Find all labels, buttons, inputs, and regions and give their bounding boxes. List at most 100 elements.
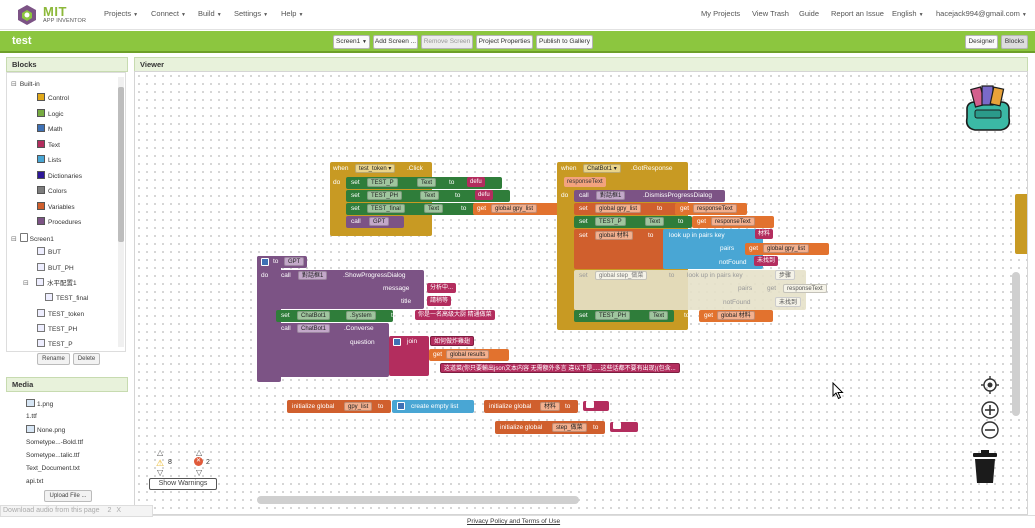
media-file-item[interactable]: Sometype...-Bold.ttf — [26, 438, 83, 448]
builtin-procedures[interactable]: Procedures — [37, 217, 81, 229]
blocks-workspace[interactable]: when test_token ▾ .Click do set TEST_P T… — [134, 71, 1028, 515]
tree-scroll-thumb[interactable] — [118, 87, 124, 242]
media-file-item[interactable]: api.txt — [26, 477, 43, 487]
media-file-item[interactable]: Sometype...talic.ttf — [26, 451, 79, 461]
string-defu[interactable]: defu — [475, 190, 493, 200]
string-not-found[interactable]: 未找到 — [754, 256, 779, 266]
string-how-to-fry[interactable]: 如何做炸雞翅 — [430, 336, 475, 346]
media-file-item[interactable]: 1.ttf — [26, 412, 37, 422]
call-chatbot-converse[interactable] — [276, 323, 389, 377]
string-defu[interactable]: defu — [467, 177, 485, 187]
variable-dropdown[interactable]: responseText — [783, 284, 827, 293]
designer-button[interactable]: Designer — [965, 35, 998, 49]
variable-dropdown[interactable]: global results — [446, 350, 490, 359]
component-dropdown[interactable]: 對話框1 — [596, 191, 626, 200]
close-icon[interactable]: X — [116, 507, 121, 514]
component-item[interactable]: TEST_P — [37, 339, 73, 351]
variable-dropdown[interactable]: global gpy_list — [763, 244, 810, 253]
tree-builtin[interactable]: ⊟ Built-in — [11, 79, 40, 91]
component-dropdown[interactable]: TEST_PH — [367, 191, 403, 200]
create-empty-list[interactable] — [392, 400, 474, 413]
builtin-logic[interactable]: Logic — [37, 108, 64, 121]
media-file-item[interactable]: Text_Document.txt — [26, 464, 80, 474]
privacy-link[interactable]: Privacy Policy and Terms of Use — [467, 518, 561, 525]
nav-guide[interactable]: Guide — [799, 9, 820, 18]
warning-down-icon[interactable]: ▽ — [157, 468, 164, 477]
builtin-colors[interactable]: Colors — [37, 186, 67, 198]
project-properties-button[interactable]: Project Properties — [476, 35, 533, 49]
component-dropdown[interactable]: TEST_P — [595, 217, 626, 226]
component-dropdown[interactable]: ChatBot1 — [297, 324, 331, 333]
property-dropdown[interactable]: .System — [346, 311, 376, 320]
collapse-icon[interactable]: ⊟ — [11, 236, 17, 243]
upload-file-button[interactable]: Upload File ... — [44, 490, 92, 502]
error-down-icon[interactable]: ▽ — [196, 468, 203, 477]
empty-string-field[interactable] — [613, 422, 621, 429]
empty-string-field[interactable] — [586, 401, 594, 408]
string-analyzing[interactable]: 分析中... — [427, 283, 457, 293]
variable-dropdown[interactable]: global gpy_list — [595, 204, 642, 213]
nav-user-account[interactable]: hacejack994@gmail.com▼ — [936, 9, 1027, 18]
tree-screen1[interactable]: ⊟ Screen1 — [11, 233, 54, 245]
variable-name-field[interactable]: 材料 — [540, 402, 561, 411]
procedure-name[interactable]: GPT — [284, 257, 305, 266]
component-item[interactable]: TEST_token — [37, 309, 84, 321]
nav-build[interactable]: Build▼ — [198, 9, 222, 18]
center-workspace-icon[interactable] — [981, 376, 999, 394]
property-dropdown[interactable]: Text — [645, 217, 665, 226]
empty-string-block[interactable] — [610, 422, 638, 432]
media-file-item[interactable]: None.png — [26, 425, 65, 436]
variable-dropdown[interactable]: global step_做菜 — [595, 271, 648, 280]
gear-icon[interactable] — [261, 258, 269, 266]
nav-connect[interactable]: Connect▼ — [151, 9, 186, 18]
publish-gallery-button[interactable]: Publish to Gallery — [536, 35, 593, 49]
zoom-in-icon[interactable] — [980, 400, 1000, 420]
tree-scrollbar[interactable] — [118, 77, 124, 347]
remove-screen-button[interactable]: Remove Screen — [421, 35, 473, 49]
trash-icon[interactable] — [972, 450, 998, 484]
variable-dropdown[interactable]: global 材料 — [595, 231, 633, 240]
collapse-icon[interactable]: ⊟ — [11, 81, 17, 88]
nav-projects[interactable]: Projects▼ — [104, 9, 138, 18]
string-step[interactable]: 步骤 — [775, 270, 796, 280]
string-long-prompt[interactable]: 这道菜(你只要輸出json文本内容 无需额外多言 違以下是.....这些话都不要… — [440, 363, 680, 373]
string-material[interactable]: 材料 — [755, 229, 774, 239]
component-dropdown[interactable]: TEST_P — [367, 178, 398, 187]
component-item[interactable]: TEST_PH — [37, 324, 77, 336]
nav-my-projects[interactable]: My Projects — [701, 9, 741, 18]
component-item[interactable]: BUT — [37, 247, 61, 259]
variable-dropdown[interactable]: responseText — [711, 217, 755, 226]
string-system-prompt[interactable]: 你是一名高级大厨 精通做菜 — [415, 310, 495, 320]
builtin-dictionaries[interactable]: Dictionaries — [37, 170, 82, 183]
gear-icon[interactable] — [397, 402, 405, 410]
property-dropdown[interactable]: Text — [649, 311, 669, 320]
app-logo[interactable]: MIT APP INVENTOR — [14, 3, 94, 27]
rename-button[interactable]: Rename — [37, 353, 70, 365]
component-dropdown[interactable]: test_token ▾ — [355, 164, 396, 173]
component-dropdown[interactable]: 對話框1 — [298, 271, 328, 280]
builtin-control[interactable]: Control — [37, 93, 69, 105]
nav-settings[interactable]: Settings▼ — [234, 9, 268, 18]
event-param-response-text[interactable]: responseText — [564, 177, 606, 187]
workspace-hscroll-thumb[interactable] — [257, 496, 579, 504]
zoom-out-icon[interactable] — [980, 420, 1000, 440]
screen-select-dropdown[interactable]: Screen1 ▼ — [333, 35, 370, 49]
component-dropdown[interactable]: TEST_final — [367, 204, 405, 213]
collapse-icon[interactable]: ⊟ — [23, 280, 29, 287]
show-warnings-button[interactable]: Show Warnings — [149, 478, 217, 490]
gear-icon[interactable] — [393, 338, 401, 346]
nav-help[interactable]: Help▼ — [281, 9, 303, 18]
builtin-text[interactable]: Text — [37, 139, 60, 152]
variable-dropdown[interactable]: global 材料 — [717, 311, 755, 320]
component-item[interactable]: TEST_final — [45, 293, 88, 305]
nav-report-issue[interactable]: Report an Issue — [831, 9, 884, 18]
procedure-dropdown[interactable]: GPT — [369, 217, 390, 226]
nav-language[interactable]: English▼ — [892, 9, 924, 18]
variable-dropdown[interactable]: global gpy_list — [491, 204, 538, 213]
media-file-item[interactable]: 1.png — [26, 399, 53, 410]
property-dropdown[interactable]: Text — [420, 191, 440, 200]
set-test-p-text[interactable] — [574, 216, 692, 228]
builtin-math[interactable]: Math — [37, 124, 62, 136]
component-item[interactable]: ⊟水平配置1 — [23, 278, 77, 290]
string-not-found[interactable]: 未找到 — [775, 297, 802, 307]
